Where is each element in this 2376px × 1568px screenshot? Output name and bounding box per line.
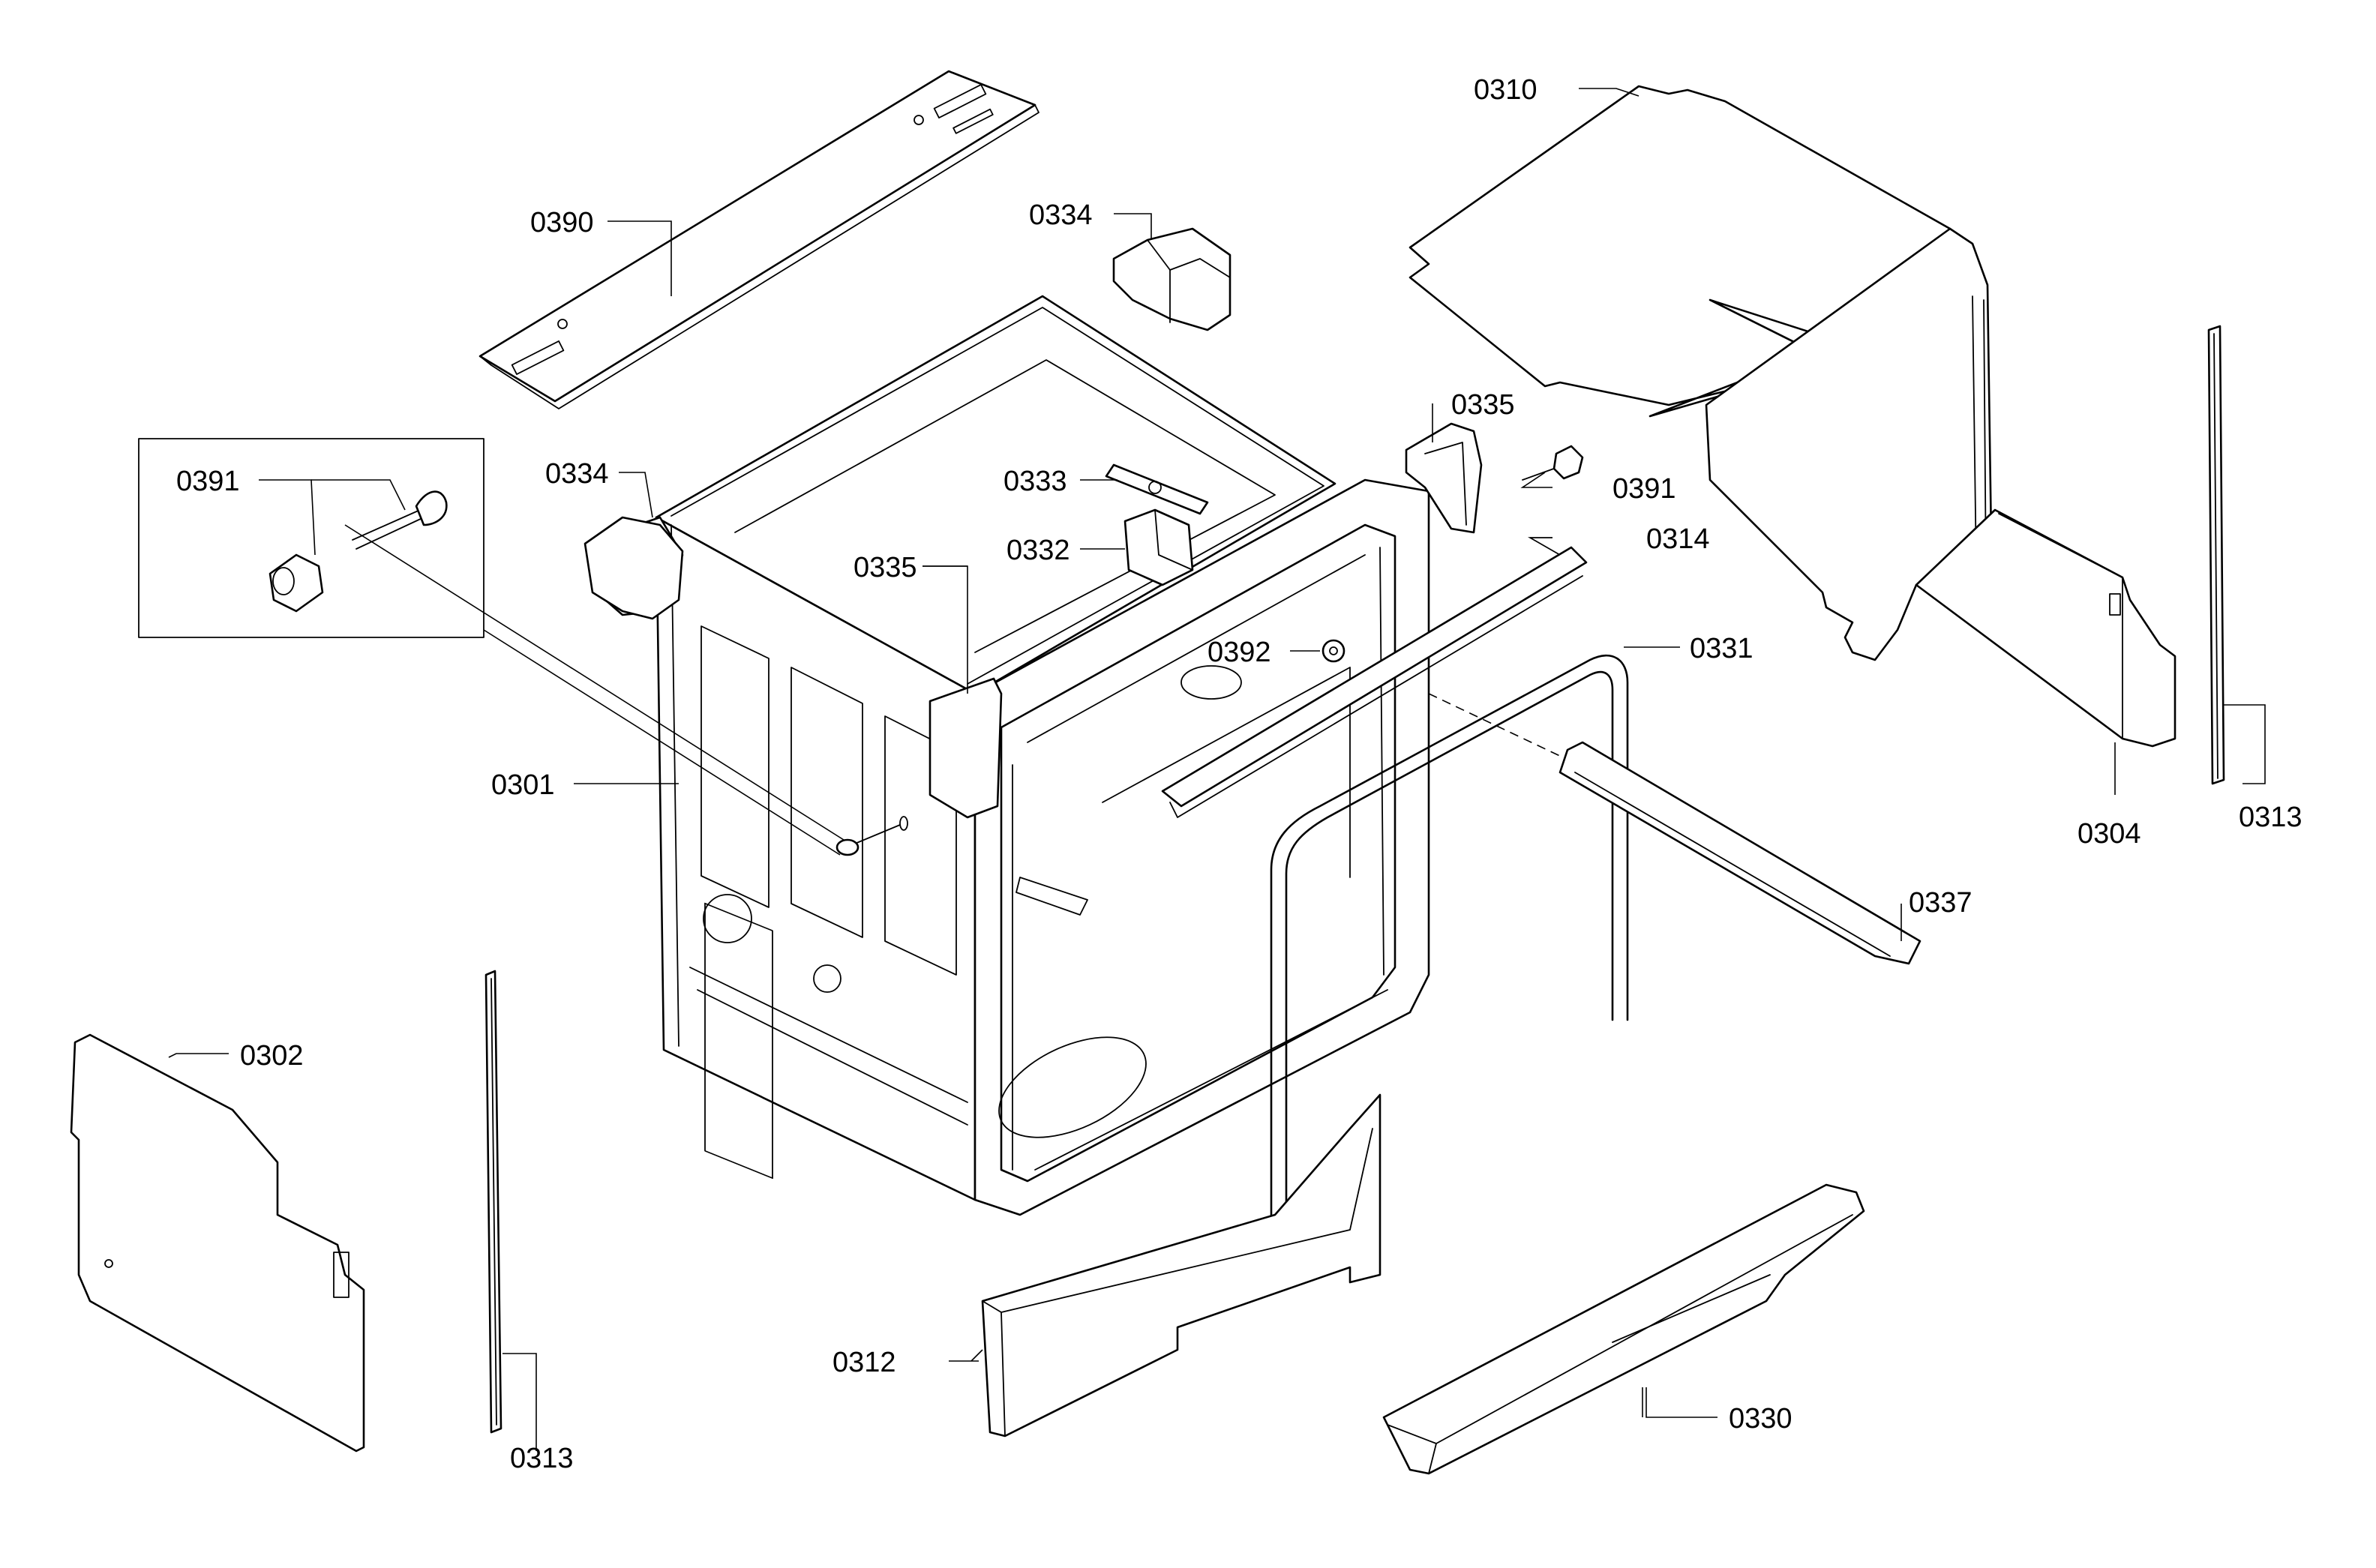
callout-0333: 0333 [1004,466,1067,497]
callout-0335-mid: 0335 [854,552,917,583]
part-bracket-right [1405,422,1483,534]
part-side-panel-left [70,1033,365,1453]
callout-0335-right: 0335 [1451,389,1515,421]
callout-labels: 0310 0390 0334 0334 0335 0335 0391 0391 … [176,74,2302,1474]
callout-0304: 0304 [2078,818,2141,850]
callout-0334-top: 0334 [1029,199,1093,231]
callout-0313-left: 0313 [510,1443,574,1474]
callout-0312: 0312 [832,1347,896,1378]
part-lock-module [1124,508,1194,586]
callout-0332: 0332 [1006,535,1070,566]
callout-0310: 0310 [1474,74,1538,106]
part-tub [591,295,1430,1216]
leader-lines [168,88,2266,1451]
callout-0390: 0390 [530,207,594,238]
callout-0331: 0331 [1690,633,1754,664]
part-side-strip-left [484,970,502,1434]
callout-0337: 0337 [1909,887,1972,919]
part-base-cover [1382,1183,1865,1475]
callout-0314: 0314 [1646,523,1710,555]
part-rail-0337 [1558,741,1922,965]
part-door-gasket [1270,654,1629,1220]
part-hinge-bracket-top [1112,227,1232,331]
part-rear-panel [1705,227,2176,748]
callout-0391-inset: 0391 [176,466,240,497]
part-screw-tub [836,816,908,856]
callout-0334-left: 0334 [545,458,609,490]
part-roller-0392 [1322,639,1346,663]
part-hinge-bracket-left [584,516,684,620]
inset-detail-box [138,438,844,856]
callout-0391-right: 0391 [1612,473,1676,505]
part-side-strip-right [2207,325,2225,785]
callout-0313-right: 0313 [2239,802,2302,833]
part-rail-top [1161,546,1588,818]
callout-0301: 0301 [491,769,555,801]
part-screw-right [1522,445,1584,481]
part-top-cover-plate [478,70,1040,409]
callout-0392: 0392 [1208,637,1271,668]
part-small-clip [1105,463,1209,515]
assembly-dash-line [1428,693,1580,766]
callout-0330: 0330 [1729,1403,1792,1435]
part-kickplate [981,1093,1382,1438]
callout-0302: 0302 [240,1040,304,1072]
